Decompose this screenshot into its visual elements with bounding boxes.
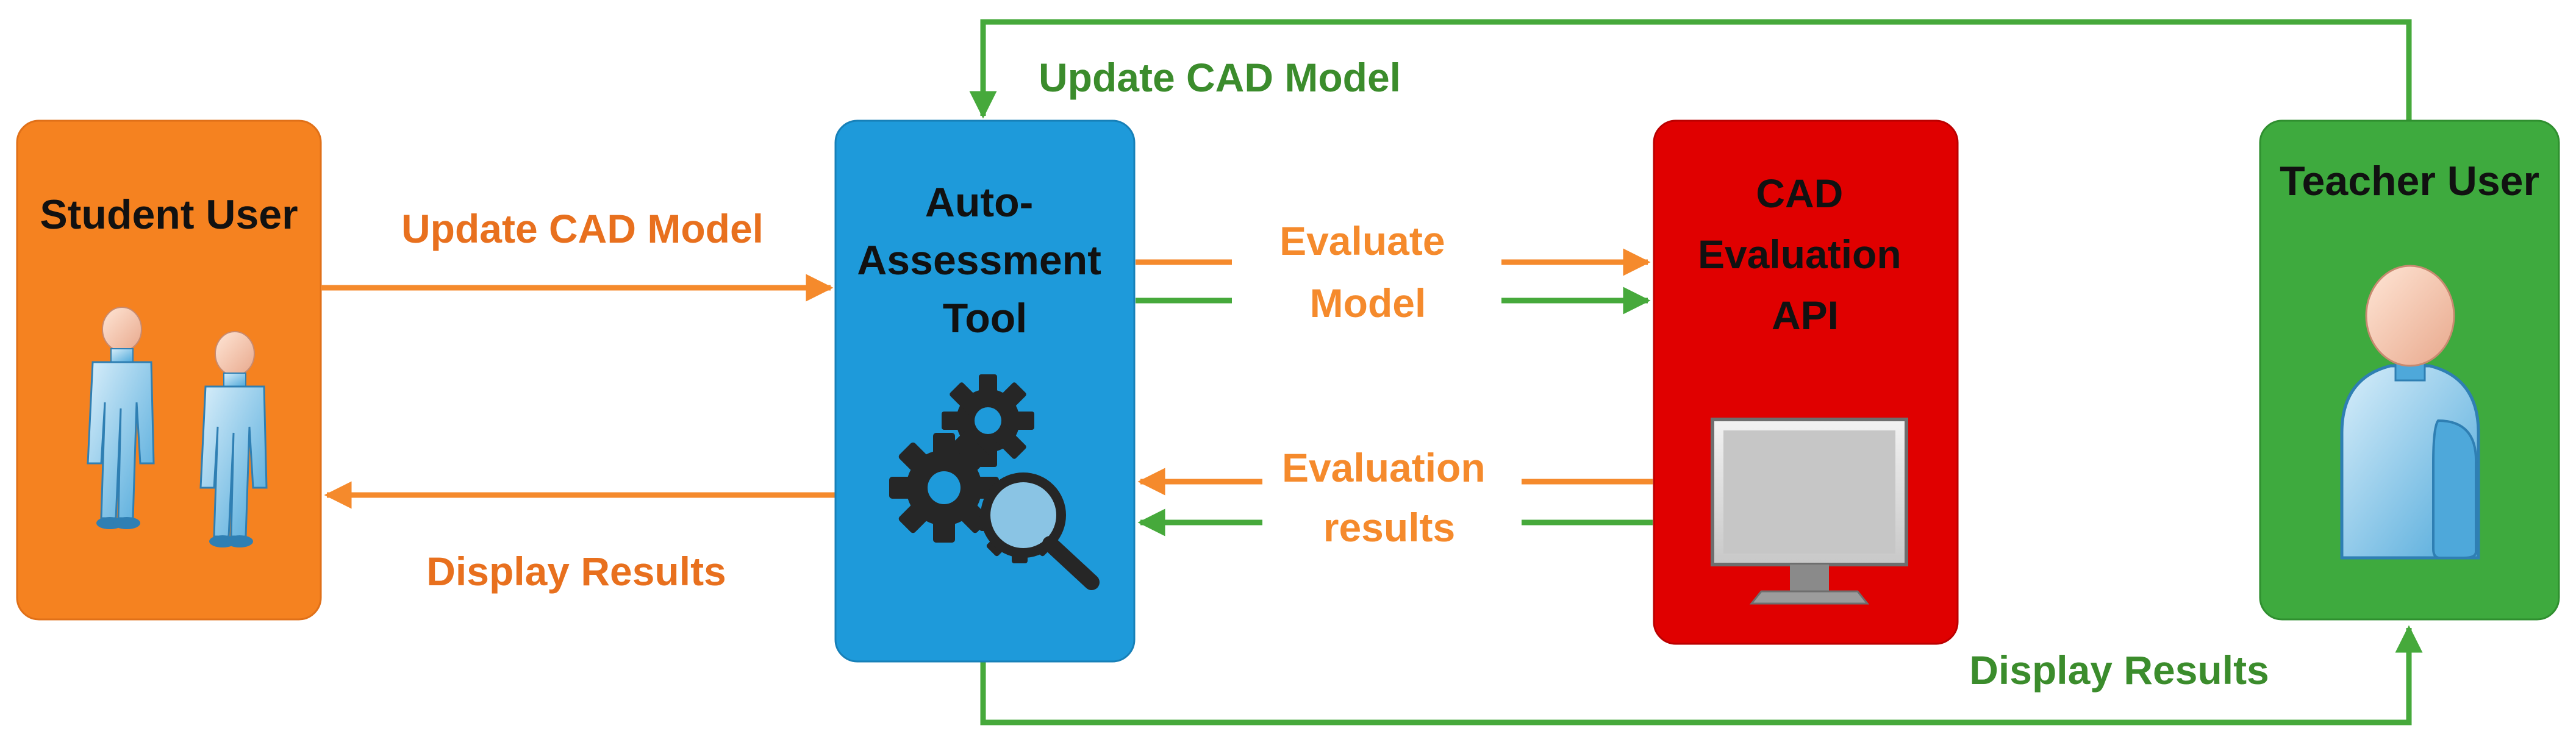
- api-title-line-1: CAD: [1756, 171, 1843, 216]
- api-title-line-3: API: [1772, 293, 1839, 338]
- api-to-tool-label-line-2: results: [1323, 505, 1455, 550]
- tool-title: Auto- Assessment Tool: [857, 179, 1113, 341]
- gears-magnifier-icon: [889, 374, 1100, 590]
- tool-to-teacher-arrow: [980, 625, 2423, 725]
- tool-to-student-label: Display Results: [426, 549, 726, 594]
- tool-to-api-label-line-1: Evaluate: [1279, 218, 1445, 263]
- api-to-tool-label: Evaluation results: [1282, 445, 1497, 550]
- api-to-tool-label-line-1: Evaluation: [1282, 445, 1486, 490]
- api-title: CAD Evaluation API: [1698, 171, 1912, 338]
- top-feedback-label: Update CAD Model: [1039, 55, 1401, 100]
- student-to-tool-label: Update CAD Model: [401, 206, 764, 251]
- tool-to-teacher-label: Display Results: [1969, 647, 2269, 693]
- two-person-figures-icon: [87, 307, 268, 547]
- teacher-to-tool-feedback-arrow: [969, 19, 2412, 122]
- student-user-title: Student User: [40, 191, 298, 238]
- api-title-line-2: Evaluation: [1698, 232, 1902, 277]
- monitor-icon: [1711, 418, 1908, 605]
- tool-title-line-1: Auto-: [925, 179, 1033, 226]
- user-avatar-icon: [2340, 265, 2480, 560]
- tool-to-api-label-line-2: Model: [1310, 280, 1426, 326]
- tool-title-line-3: Tool: [943, 295, 1027, 341]
- teacher-user-title: Teacher User: [2280, 158, 2539, 204]
- tool-to-api-label: Evaluate Model: [1279, 218, 1456, 326]
- tool-title-line-2: Assessment: [857, 237, 1101, 283]
